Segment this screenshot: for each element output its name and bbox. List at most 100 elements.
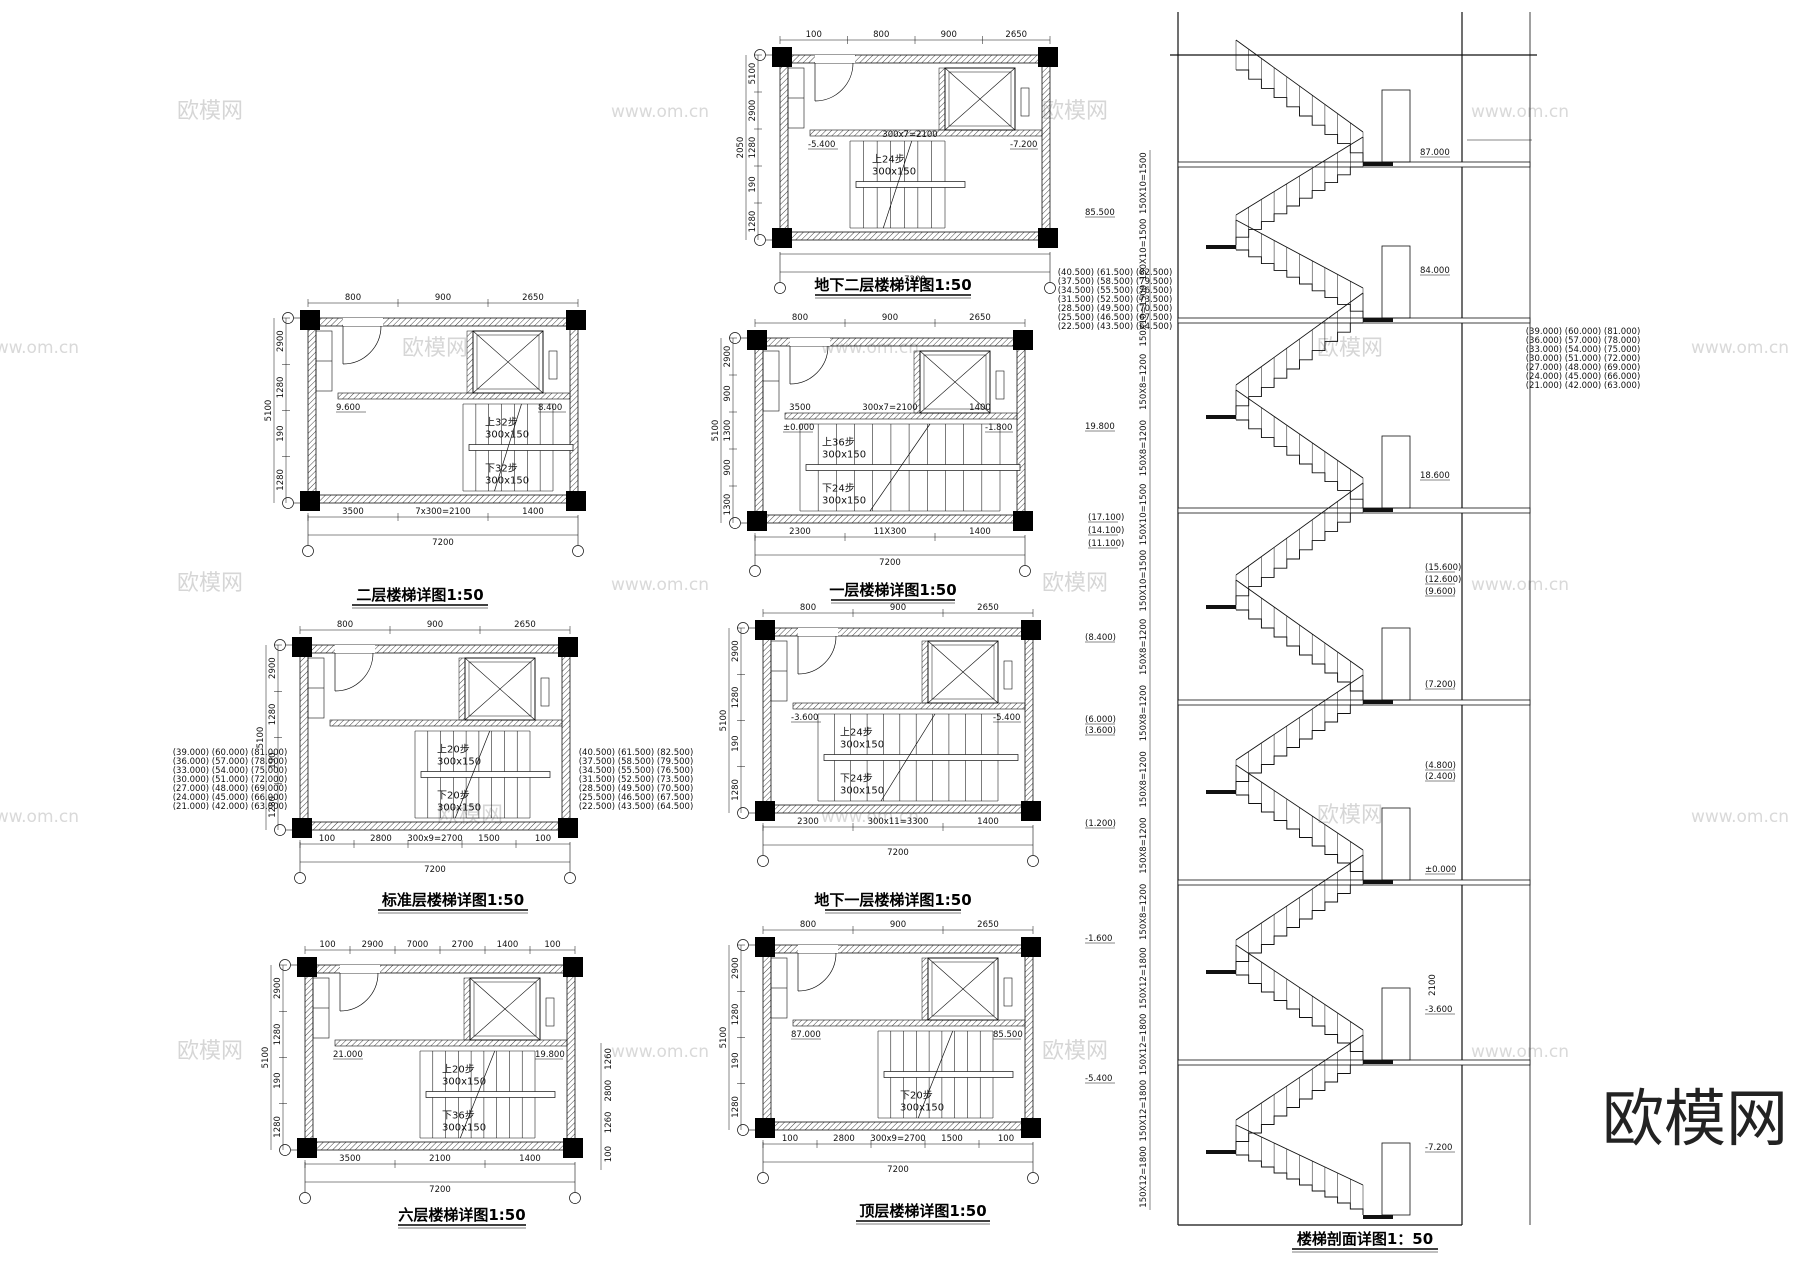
elevator-car xyxy=(931,644,995,700)
section-dim: 150X8=1200 xyxy=(1139,420,1149,476)
step-size-label: 300x150 xyxy=(437,803,481,814)
dim-bottom: 100 xyxy=(535,834,551,844)
axis-bubble xyxy=(749,565,761,577)
dim-bottom: 2300 xyxy=(789,527,811,537)
dim-top: 7000 xyxy=(407,940,429,950)
dim-left: 1280 xyxy=(273,1116,283,1138)
elevation-label: -5.400 xyxy=(993,713,1020,723)
dim-left: 1300 xyxy=(723,494,733,516)
elevator-cross xyxy=(464,657,536,721)
watermark-url: www.om.cn xyxy=(0,338,79,358)
elevation-label: 8.400 xyxy=(538,403,562,413)
wall-right xyxy=(561,644,571,831)
section-level: 84.000 xyxy=(1420,266,1450,276)
elevator-cross xyxy=(472,330,544,394)
door-opening xyxy=(343,318,383,326)
axis-bubble xyxy=(274,824,286,836)
section-level: (1.200) xyxy=(1085,819,1116,829)
section-level: -7.200 xyxy=(1425,1143,1452,1153)
dim-left: 2900 xyxy=(268,657,278,679)
elevation-label: -7.200 xyxy=(1010,140,1037,150)
step-up-label: 上20步 xyxy=(437,744,470,756)
cut-line xyxy=(882,140,913,229)
dim-bottom: 1400 xyxy=(522,507,544,517)
section-dim: 150X8=1200 xyxy=(1139,884,1149,940)
door-height: 2100 xyxy=(1428,974,1438,996)
landing xyxy=(1363,162,1393,166)
elevator-car xyxy=(923,354,987,410)
elevation-label: -5.400 xyxy=(808,140,835,150)
dim-top: 2650 xyxy=(977,603,999,613)
dim-top: 800 xyxy=(800,920,816,930)
column xyxy=(1013,511,1033,531)
column xyxy=(1038,47,1058,67)
elevator-wall xyxy=(458,657,466,721)
door-swing xyxy=(789,345,829,385)
section-dim: 150X10=1500 xyxy=(1139,285,1149,347)
wall-left xyxy=(762,944,772,1131)
floor-slab xyxy=(1177,161,1531,168)
axis-bubble xyxy=(754,234,766,246)
dim-bottom: 300x9=2700 xyxy=(407,834,462,844)
dim-top: 100 xyxy=(544,940,560,950)
watermark-logo: 欧模网 xyxy=(1317,336,1383,361)
stair-section-drawing: 150X10=1500150X10=1500150X10=1500150X8=1… xyxy=(1058,12,1641,1226)
elevator-button-panel xyxy=(1003,977,1013,1007)
wall-left xyxy=(299,644,309,831)
elevation-label: 85.500 xyxy=(993,1030,1023,1040)
dim-bottom: 100 xyxy=(319,834,335,844)
dim-left: 900 xyxy=(723,459,733,475)
brand-logo: 欧模网 xyxy=(1602,1082,1788,1155)
dim-left: 1280 xyxy=(268,704,278,726)
door xyxy=(1381,435,1411,509)
dim-left: 1280 xyxy=(748,137,758,159)
elevator-button-panel xyxy=(540,677,550,707)
section-level: (6.000) xyxy=(1085,715,1116,725)
landing xyxy=(1206,605,1236,609)
section-level-group-left: (31.500) (52.500) (73.500) xyxy=(1058,295,1173,305)
column xyxy=(755,801,775,821)
dim-total: 7200 xyxy=(887,848,909,858)
dim-left: 1280 xyxy=(731,687,741,709)
cut-line xyxy=(880,713,936,802)
elevator-wall xyxy=(913,350,921,414)
step-up-label: 上24步 xyxy=(840,727,873,739)
dim-top: 2650 xyxy=(977,920,999,930)
step-size-label: 300x150 xyxy=(840,786,884,797)
section-level-group-left: (40.500) (61.500) (82.500) xyxy=(1058,268,1173,278)
column xyxy=(1021,937,1041,957)
step-up-label: 上24步 xyxy=(872,154,905,166)
door xyxy=(1381,245,1411,319)
landing xyxy=(1363,880,1393,884)
landing xyxy=(1206,245,1236,249)
watermark-logo: 欧模网 xyxy=(177,99,243,124)
step-size-label: 300x150 xyxy=(442,1123,486,1134)
level-stack-right: (37.500) (58.500) (79.500) xyxy=(579,757,694,767)
wall-right xyxy=(1024,944,1034,1131)
axis-bubble xyxy=(1044,282,1056,294)
column xyxy=(292,818,312,838)
elevator-car xyxy=(468,661,532,717)
step-down-label: 下24步 xyxy=(822,483,855,495)
column xyxy=(297,957,317,977)
axis-bubble xyxy=(572,545,584,557)
section-level-group-right: (39.000) (60.000) (81.000) xyxy=(1526,327,1641,337)
column xyxy=(755,1118,775,1138)
cut-line xyxy=(869,423,931,512)
dim-bottom: 1400 xyxy=(977,817,999,827)
door xyxy=(1381,807,1411,881)
door-opening xyxy=(815,55,855,63)
column xyxy=(772,228,792,248)
door-swing xyxy=(342,325,382,365)
partition-wall xyxy=(784,412,1018,420)
column xyxy=(566,310,586,330)
dim-left: 1280 xyxy=(276,469,286,491)
watermark-logo: 欧模网 xyxy=(177,571,243,596)
watermark-url: www.om.cn xyxy=(1471,1042,1569,1062)
section-dim: 150X10=1500 xyxy=(1139,152,1149,214)
wall-left xyxy=(754,337,764,524)
dim-top: 1400 xyxy=(497,940,519,950)
